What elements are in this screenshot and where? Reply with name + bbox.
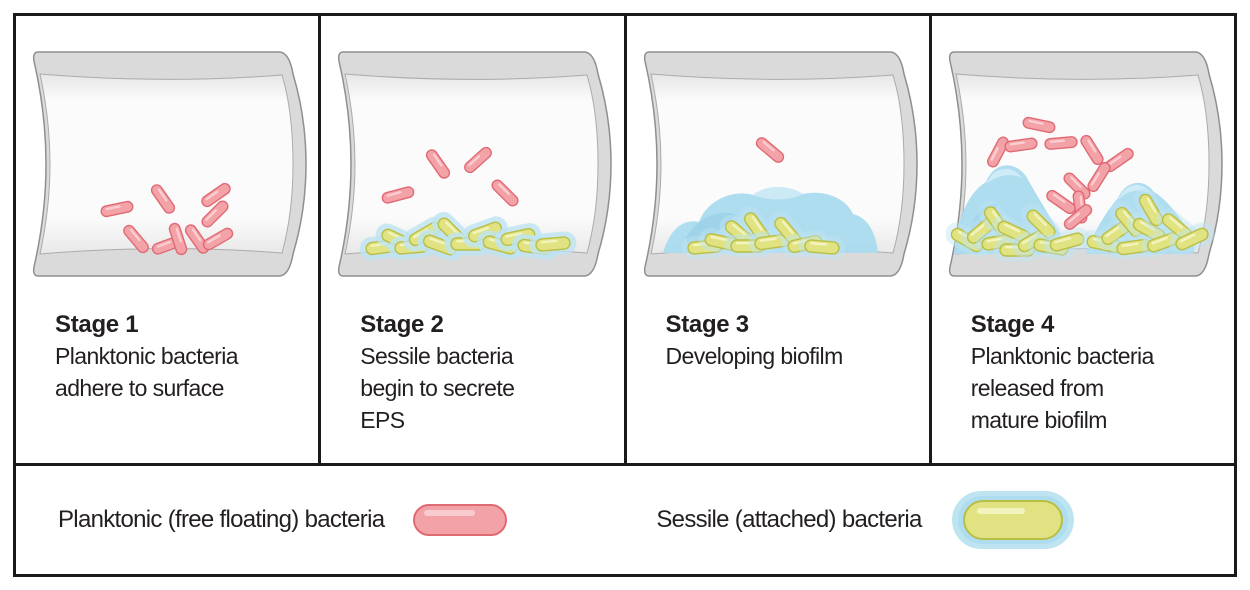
stage-1-caption: Stage 1 Planktonic bacteria adhere to su… [55,310,262,404]
planktonic-bacterium-icon [184,224,210,254]
stage-3-caption: Stage 3 Developing biofilm [666,310,873,372]
sessile-bacterium-icon [1020,204,1061,244]
stage-1-figure [16,16,318,294]
legend-label-sessile: Sessile (attached) bacteria [656,506,922,533]
legend-label-planktonic: Planktonic (free floating) bacteria [58,506,385,533]
planktonic-bacterium-icon [168,222,188,256]
sessile-bacterium-icon [951,491,1074,549]
sessile-bacterium-icon [1133,188,1169,232]
planktonic-bacterium-icon [426,149,451,179]
stage-1-description: Planktonic bacteria adhere to surface [55,343,239,401]
legend-row: Planktonic (free floating) bacteria Sess… [16,463,1234,574]
sessile-bacterium-icon [1169,222,1215,256]
stage-panels-row: Stage 1 Planktonic bacteria adhere to su… [16,16,1234,463]
sessile-bacterium-icon [529,231,577,257]
biofilm-blob [685,212,736,249]
stage-4-panel: Stage 4 Planktonic bacteria released fro… [931,16,1234,463]
biofilm-blob [1117,184,1152,200]
stage-figure-2 [338,51,612,277]
planktonic-bacterium-icon [1063,172,1091,200]
stage-4-description: Planktonic bacteria released from mature… [970,343,1155,433]
stage-4-title: Stage 4 [970,311,1055,338]
planktonic-bacterium-icon [1087,161,1111,193]
planktonic-bacterium-icon [1080,134,1104,166]
planktonic-bacterium-icon [1044,136,1078,150]
stage-1-panel: Stage 1 Planktonic bacteria adhere to su… [16,16,322,463]
planktonic-bacterium-icon [100,200,134,218]
sessile-bacterium-icon [1110,233,1158,261]
stage-2-panel: Stage 2 Sessile bacteria begin to secret… [321,16,627,463]
sessile-bacterium-icon [1043,227,1090,257]
legend-item-planktonic: Planktonic (free floating) bacteria [58,503,508,537]
stage-4-figure [932,16,1234,294]
stage-4-caption: Stage 4 Planktonic bacteria released fro… [971,310,1178,436]
planktonic-bacterium-icon [150,184,176,214]
planktonic-bacterium-icon [755,137,784,163]
stage-figure-4 [945,51,1223,277]
planktonic-bacterium-icon [381,186,415,204]
biofilm-blob [985,168,1022,184]
planktonic-bacterium-icon [986,136,1009,168]
stage-figure-3 [643,51,918,277]
planktonic-bacterium-icon [464,146,493,174]
stage-3-panel: Stage 3 Developing biofilm [626,16,932,463]
planktonic-bacterium-icon [413,504,508,536]
stage-2-title: Stage 2 [360,311,444,338]
biofilm-blob [752,187,803,200]
stage-3-title: Stage 3 [665,311,750,338]
legend-item-sessile: Sessile (attached) bacteria [656,490,1075,550]
stage-figure-1 [32,51,307,277]
planktonic-bacterium-icon [201,182,231,208]
sessile-bacterium-icon [798,234,845,260]
stage-2-figure [321,16,623,294]
stage-2-description: Sessile bacteria begin to secrete EPS [360,343,515,433]
diagram-frame: Stage 1 Planktonic bacteria adhere to su… [13,13,1237,577]
stage-1-title: Stage 1 [55,311,139,338]
stage-2-caption: Stage 2 Sessile bacteria begin to secret… [360,310,567,436]
stage-3-description: Developing biofilm [665,343,844,369]
planktonic-bacterium-icon [202,227,234,251]
planktonic-bacterium-icon [1045,189,1076,215]
planktonic-bacterium-icon [1063,204,1092,230]
planktonic-bacterium-icon [123,224,149,254]
planktonic-bacterium-icon [201,200,229,228]
planktonic-bacterium-icon [491,179,519,207]
planktonic-bacterium-icon [1004,137,1038,153]
planktonic-bacterium-icon [1022,116,1056,134]
stage-3-figure [627,16,929,294]
